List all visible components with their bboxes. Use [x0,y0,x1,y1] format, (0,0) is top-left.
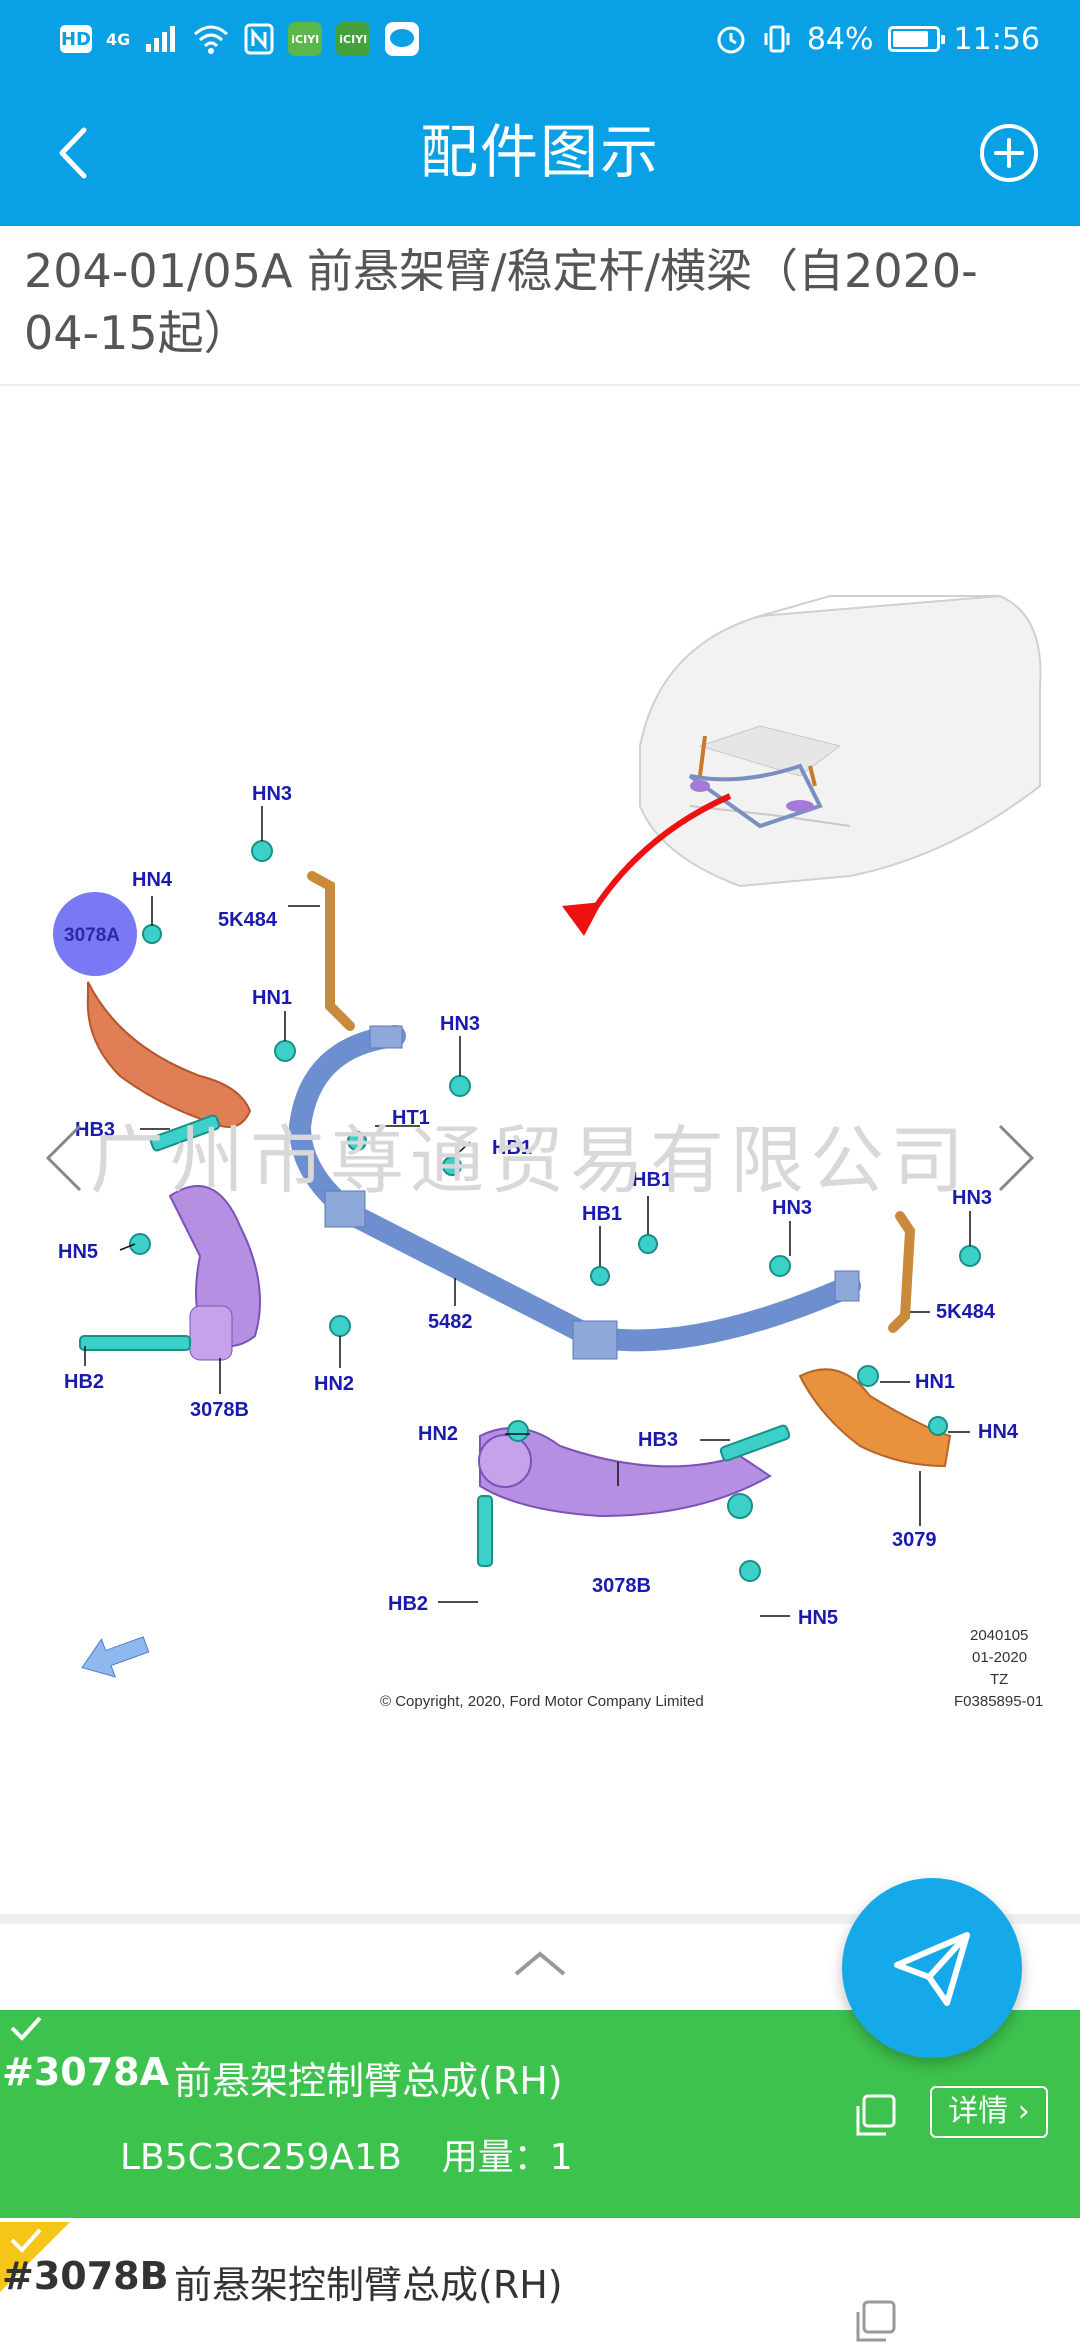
lower-arm-bushing [189,1305,233,1361]
part-row[interactable]: #3078B 前悬架控制臂总成(RH) [0,2222,1080,2342]
send-fab-button[interactable] [842,1878,1022,2058]
app-header: 配件图示 [0,78,1080,226]
arm-bushing-bottom [478,1434,532,1488]
fasteners [79,840,981,1582]
label-hb3[interactable]: HB3 [75,1119,115,1141]
label-3079[interactable]: 3079 [892,1529,937,1551]
hd-badge: HD [60,25,92,53]
selected-callout-3078a[interactable] [53,892,137,976]
label-hb2[interactable]: HB2 [64,1371,104,1393]
bar-end-left [369,1025,403,1049]
label-5482[interactable]: 5482 [428,1311,473,1333]
direction-arrow-icon [81,1636,150,1678]
bar-bushing-right [572,1320,618,1360]
label-hb3[interactable]: HB3 [638,1429,678,1451]
stabilizer-link-left [307,871,355,1031]
clock: 11:56 [953,21,1040,57]
label-ht1[interactable]: HT1 [392,1107,430,1129]
diagram-meta-4: F0385895-01 [954,1693,1043,1710]
app-notification-icon: iCIYI [288,22,323,56]
label-hn1[interactable]: HN1 [915,1371,955,1393]
copy-icon[interactable] [852,2300,896,2344]
diagram-meta-2: 01-2020 [972,1649,1027,1666]
chat-app-icon [385,22,420,56]
diagram-meta-3: TZ [990,1671,1008,1688]
callout-3078a-label[interactable]: 3078A [64,925,120,946]
label-hn3[interactable]: HN3 [772,1197,812,1219]
part-name: 前悬架控制臂总成(RH) [174,2059,563,2103]
label-3078b[interactable]: 3078B [592,1575,651,1597]
parts-diagram[interactable]: 3078A HN3 HN4 5K484 HN1 HN3 HT1 HB1 HB3 … [0,386,1080,1716]
vibrate-icon [764,25,790,53]
label-hn2[interactable]: HN2 [418,1423,458,1445]
label-5k484[interactable]: 5K484 [218,909,278,931]
back-icon[interactable] [40,118,110,188]
page-title: 配件图示 [419,118,660,186]
status-bar: HD 4G iCIYI iCIYI 84 [0,0,1080,78]
chevron-up-icon[interactable] [510,1946,570,1982]
part-group-title: 204-01/05A 前悬架臂/稳定杆/横梁（自2020-04-15起） [24,244,978,360]
lower-arm-3078b-left [168,1185,261,1347]
panel-divider [0,1914,1080,1924]
car-illustration [639,594,1042,888]
diagram-meta-1: 2040105 [970,1627,1028,1644]
part-code: #3078A [2,2050,170,2094]
label-hn3[interactable]: HN3 [252,783,292,805]
label-hb1[interactable]: HB1 [632,1169,672,1191]
add-circle-icon[interactable] [978,122,1040,184]
label-hn3[interactable]: HN3 [440,1013,480,1035]
battery-icon [887,26,945,52]
label-3078b[interactable]: 3078B [190,1399,249,1421]
detail-button[interactable]: 详情 › [930,2086,1048,2138]
label-hn4[interactable]: HN4 [132,869,173,891]
control-arm-3079 [798,1368,952,1468]
battery-percent: 84% [806,21,874,57]
nfc-icon [244,23,274,55]
label-hb2[interactable]: HB2 [388,1593,428,1615]
copyright: © Copyright, 2020, Ford Motor Company Li… [380,1693,704,1710]
watermark: 广州市尊通贸易有限公司 [90,1118,970,1204]
red-arrowhead [562,902,602,936]
control-arm-3078a [86,981,252,1128]
check-icon [0,2010,70,2080]
label-hn4[interactable]: HN4 [978,1421,1019,1443]
part-name: 前悬架控制臂总成(RH) [174,2263,563,2307]
divider [0,384,1080,386]
app-notification-icon-2: iCIYI [336,22,371,56]
label-hn5[interactable]: HN5 [798,1607,838,1629]
red-pointer-arrow [587,793,732,918]
part-code: #3078B [2,2254,169,2298]
leader-lines [84,806,971,1617]
bar-end-right [834,1270,860,1302]
label-hn3[interactable]: HN3 [952,1187,992,1209]
status-right-icons: 84% 11:56 [715,22,1040,57]
send-icon [894,1932,970,2006]
copy-icon[interactable] [852,2094,896,2138]
alarm-icon [717,26,745,54]
bar-bushing-left [324,1190,366,1228]
label-5k484[interactable]: 5K484 [936,1301,996,1323]
status-left-icons: HD 4G iCIYI iCIYI [60,21,420,57]
lower-arm-3078b-bottom [479,1427,772,1518]
check-icon [0,2222,70,2292]
label-hb1[interactable]: HB1 [582,1203,622,1225]
network-label: 4G [106,29,131,49]
prev-diagram-arrow[interactable] [45,1124,82,1192]
label-hn5[interactable]: HN5 [58,1241,98,1263]
signal-icon [146,26,176,52]
stabilizer-link-right [888,1211,916,1333]
wifi-icon [194,25,229,54]
next-diagram-arrow[interactable] [998,1124,1035,1192]
label-hn2[interactable]: HN2 [314,1373,354,1395]
label-hn1[interactable]: HN1 [252,987,292,1009]
label-hb1[interactable]: HB1 [492,1137,532,1159]
